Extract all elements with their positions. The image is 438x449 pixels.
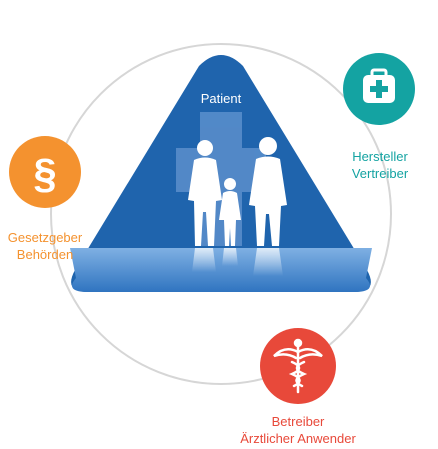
operator-label-line1: Betreiber (271, 414, 325, 429)
legislator-node: § (9, 136, 81, 208)
triangle-floor (70, 248, 372, 292)
manufacturer-node (343, 53, 415, 125)
patient-label: Patient (200, 91, 242, 106)
manufacturer-label-line1: Hersteller (352, 149, 408, 164)
operator-label: Betreiber Ärztlicher Anwender (220, 413, 376, 447)
stakeholder-ring (50, 43, 392, 385)
first-aid-kit-icon (363, 68, 395, 103)
family-reflection (192, 248, 283, 276)
operator-label-line2: Ärztlicher Anwender (240, 431, 356, 446)
manufacturer-label: Hersteller Vertreiber (342, 148, 418, 182)
manufacturer-label-line2: Vertreiber (351, 166, 409, 181)
caduceus-icon (273, 338, 323, 394)
family-silhouette (188, 137, 287, 246)
legislator-label-line1: Gesetzgeber (7, 230, 83, 245)
legislator-label-line2: Behörden (16, 247, 74, 262)
operator-node (260, 328, 336, 404)
legislator-label: Gesetzgeber Behörden (2, 229, 88, 263)
section-sign-icon: § (33, 150, 56, 197)
